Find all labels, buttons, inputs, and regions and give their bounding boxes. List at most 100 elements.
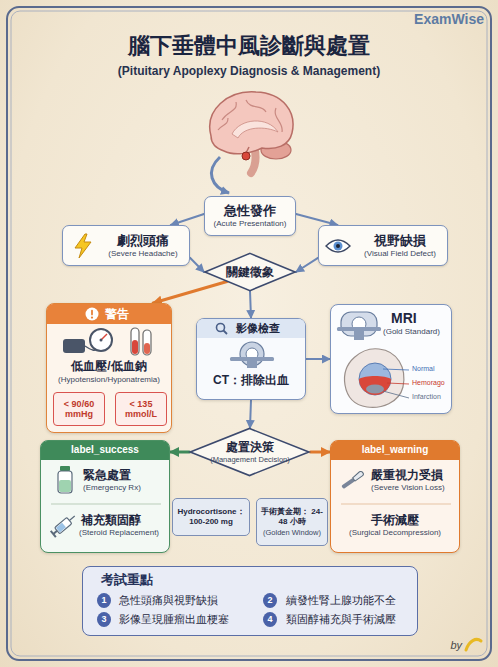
blood-pressure-icon: [61, 326, 159, 358]
treatment-panel: label_success 緊急處置(Emergency Rx) 補充類固醇(Ste…: [40, 440, 170, 553]
flow-arrow: [250, 291, 251, 318]
syringe-icon: [49, 511, 79, 539]
node-text: 警告: [105, 307, 129, 321]
number-badge: 1: [97, 593, 111, 608]
node-text: 劇烈頭痛: [117, 233, 169, 249]
number-badge: 4: [263, 612, 277, 627]
node-text: 視野缺損: [374, 233, 426, 249]
alert-icon: [85, 307, 99, 321]
node-text: 關鍵徵象: [226, 265, 274, 279]
node-text: 嚴重視力受損: [371, 468, 443, 482]
divider-line: [341, 503, 451, 505]
node-text: 手術黃金期： 24-48 小時: [260, 507, 324, 528]
signature-mark: [466, 639, 481, 650]
imaging-panel: 影像檢查 CT：排除出血: [196, 318, 306, 400]
warning-panel: 警告低血壓/低血鈉 (Hypotension/Hyponatremia) < 90/…: [46, 303, 172, 433]
surgery-panel: label_warning 嚴重視力受損(Severe Vision Loss) 手…: [330, 440, 460, 553]
node-text: 影像檢查: [236, 322, 280, 335]
node-text: (Emergency Rx): [83, 483, 141, 493]
lightning-icon: [72, 233, 94, 259]
brain-arrow: [211, 157, 229, 193]
ct-scanner-icon: [227, 341, 277, 369]
node-text: 急性發作: [224, 203, 276, 219]
node-text: (Visual Field Defect): [364, 249, 436, 259]
flow-arrow: [190, 258, 204, 272]
process-box: 急性發作(Acute Presentation): [204, 196, 296, 236]
mri-label-wrap: Infarction: [412, 393, 452, 401]
flow-arrow: [153, 282, 227, 304]
page-frame-inner: [11, 11, 487, 656]
dose-callout: Hydrocortisone： 100-200 mg: [172, 498, 250, 536]
vial-icon: [55, 465, 75, 495]
main-title: 腦下垂體中風診斷與處置: [0, 33, 498, 59]
node-text: (Acute Presentation): [214, 219, 287, 229]
node-text: 考試重點: [83, 572, 417, 588]
number-badge: 2: [263, 593, 277, 608]
node-text: (Management Decision): [210, 455, 290, 464]
flow-arrow: [250, 400, 251, 428]
flow-arrow: [171, 214, 204, 225]
mri-label-wrap: Hemorago: [412, 379, 452, 387]
diamond-shape: [191, 428, 310, 475]
brand-mark: ExamWise: [380, 11, 484, 28]
symptom-box: 視野缺損(Visual Field Defect): [318, 225, 448, 266]
brain-illustration: [210, 92, 293, 173]
eye-icon: [325, 237, 351, 255]
signature-wrap: by: [434, 639, 462, 652]
threshold-box: < 135 mmol/L: [115, 392, 167, 426]
node-text: Hydrocortisone： 100-200 mg: [176, 507, 246, 528]
node-text: label_warning: [362, 444, 429, 456]
flow-arrow: [296, 258, 318, 272]
main-title-wrap: 腦下垂體中風診斷與處置: [0, 33, 498, 59]
node-text: 緊急處置: [83, 468, 131, 482]
divider-line: [51, 503, 161, 505]
mri-label-wrap: Normal: [412, 365, 452, 373]
node-text: 低血壓/低血鈉: [71, 359, 146, 373]
symptom-box: 劇烈頭痛(Severe Headache): [62, 225, 190, 266]
node-text: (Gold Standard): [383, 327, 440, 337]
mri-label: Infarction: [412, 393, 452, 401]
node-text: 2: [267, 596, 272, 605]
node-text: 3: [101, 615, 106, 624]
mri-label: Hemorago: [412, 379, 452, 387]
node-text: 4: [267, 615, 272, 624]
node-text: (Severe Vision Loss): [371, 483, 445, 493]
node-text: < 135 mmol/L: [116, 399, 166, 420]
node-text: (Severe Headache): [108, 249, 177, 259]
flow-arrow: [311, 451, 331, 454]
node-text: (Steroid Replacement): [79, 528, 159, 538]
node-text: label_success: [71, 444, 139, 456]
mri-scanner-icon: [337, 310, 381, 342]
time-callout: 手術黃金期： 24-48 小時(Golden Window): [256, 498, 328, 546]
threshold-box: < 90/60 mmHg: [53, 392, 105, 426]
search-icon: [215, 322, 228, 335]
node-text: 補充類固醇: [81, 513, 141, 527]
flow-arrow: [170, 451, 189, 454]
node-text: CT：排除出血: [213, 373, 289, 387]
tumor-illustration: [341, 345, 411, 411]
node-text: 1: [101, 596, 106, 605]
mri-label: Normal: [412, 365, 452, 373]
node-text: (Surgical Decompression): [349, 528, 441, 538]
subtitle-wrap: (Pituitary Apoplexy Diagnosis & Manageme…: [0, 64, 498, 78]
node-text: MRI: [391, 310, 417, 327]
page-frame: [7, 7, 491, 660]
node-text: (Hypotension/Hyponatremia): [58, 375, 160, 385]
flow-arrow: [296, 214, 338, 225]
decision-diamond: 關鍵徵象: [204, 253, 296, 291]
diamond-shape: [205, 253, 295, 290]
decision-diamond: 處置決策(Management Decision): [189, 428, 310, 476]
flow-arrow: [306, 358, 330, 360]
number-badge: 3: [97, 612, 111, 627]
scalpel-icon: [339, 467, 367, 493]
subtitle: (Pituitary Apoplexy Diagnosis & Manageme…: [0, 64, 498, 78]
node-text: (Golden Window): [263, 528, 321, 537]
node-text: 處置決策: [226, 440, 274, 454]
node-text: < 90/60 mmHg: [54, 399, 104, 420]
signature: by: [434, 639, 462, 652]
brand-mark-wrap: ExamWise: [380, 11, 484, 28]
node-text: 手術減壓: [371, 513, 419, 527]
key-points-box: 考試重點急性頭痛與視野缺損續發性腎上腺功能不全影像呈現腫瘤出血梗塞類固醇補充與手…: [82, 566, 418, 636]
